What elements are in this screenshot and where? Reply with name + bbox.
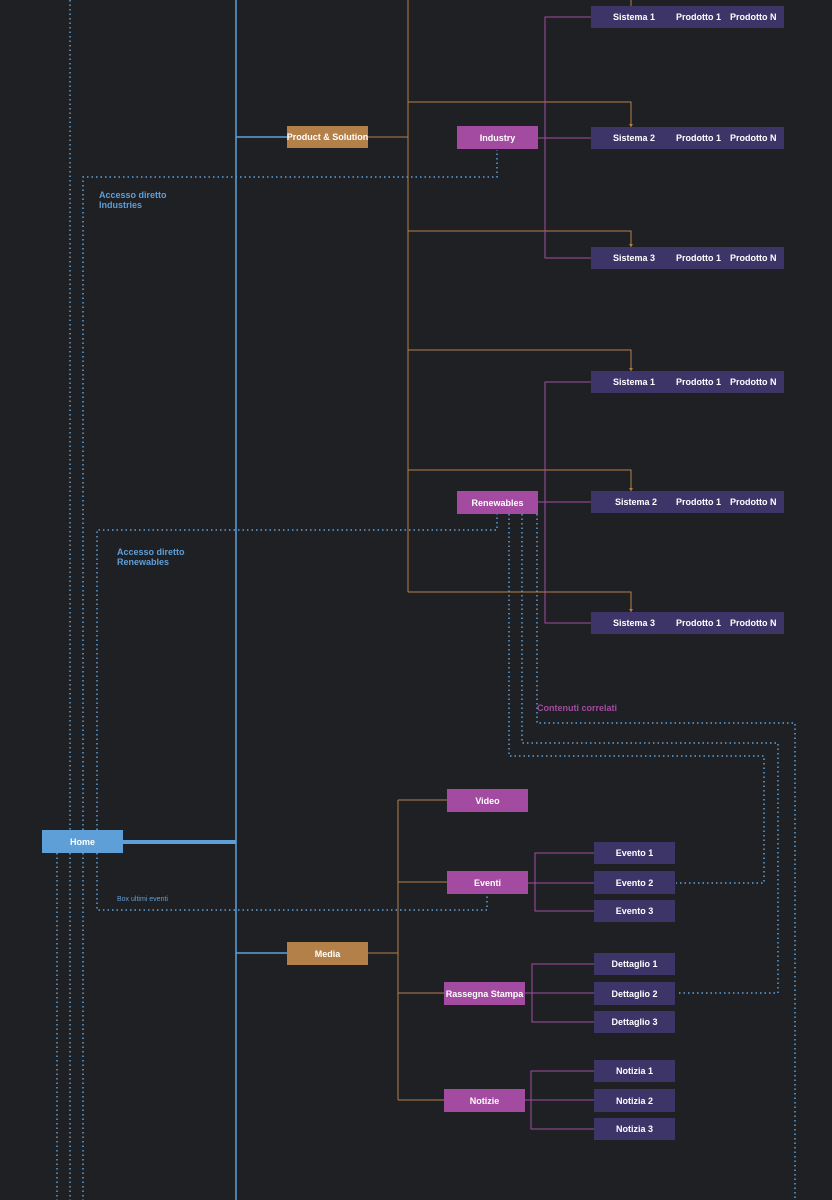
events-shortcut-line [96, 853, 488, 911]
eventi-node[interactable]: Eventi [447, 871, 528, 894]
evento-label: Evento 3 [615, 906, 654, 916]
category-tree-lines [525, 16, 594, 1130]
related-line-3 [536, 514, 796, 1200]
arrow-3 [629, 368, 633, 371]
video-node[interactable]: Video [447, 789, 528, 812]
notizie-node[interactable]: Notizie [444, 1089, 525, 1112]
evento-item[interactable]: Evento 1 [594, 842, 675, 864]
product-branch-5 [408, 591, 632, 612]
home-connectors [123, 0, 287, 1200]
dettaglio-label: Dettaglio 1 [611, 959, 658, 969]
industry-row[interactable]: Sistema 1 Prodotto 1 Prodotto N [591, 6, 784, 28]
evento-item[interactable]: Evento 2 [594, 871, 675, 894]
industry-sistema: Sistema 1 [613, 12, 656, 22]
arrow-5 [629, 609, 633, 612]
renewables-annotation-line2: Renewables [117, 557, 170, 567]
related-content-annotation: Contenuti correlati [537, 703, 618, 713]
evento-label: Evento 2 [615, 877, 654, 888]
arrow-1 [629, 124, 633, 127]
dettaglio-item[interactable]: Dettaglio 3 [594, 1011, 675, 1033]
notizia-item[interactable]: Notizia 3 [594, 1118, 675, 1140]
notizia-label: Notizia 1 [615, 1066, 653, 1076]
arrowheads [629, 124, 633, 612]
product-solution-node[interactable]: Product & Solution [287, 126, 368, 148]
rassegna-stampa-node[interactable]: Rassegna Stampa [444, 982, 525, 1005]
dettaglio-item[interactable]: Dettaglio 1 [594, 953, 675, 975]
industry-prodotto: Prodotto 1 [676, 253, 721, 263]
industries-shortcut-line [82, 150, 498, 830]
renewables-sistema: Sistema 3 [613, 618, 656, 628]
renewables-sistema: Sistema 2 [615, 497, 658, 507]
renewables-row[interactable]: Sistema 2 Prodotto 1 Prodotto N [591, 491, 784, 513]
notizia-item[interactable]: Notizia 2 [594, 1089, 675, 1112]
renewables-shortcut-annotation: Accesso diretto Renewables [117, 547, 185, 567]
industry-prodotto-n: Prodotto N [730, 12, 777, 22]
industry-label: Industry [479, 132, 516, 143]
renewables-label: Renewables [471, 497, 524, 508]
notizia-item[interactable]: Notizia 1 [594, 1060, 675, 1082]
events-box-annotation: Box ultimi eventi [117, 896, 168, 903]
renewables-prodotto-n: Prodotto N [730, 618, 777, 628]
rassegna-stampa-label: Rassegna Stampa [445, 988, 524, 999]
home-label: Home [69, 836, 95, 847]
notizia-label: Notizia 3 [615, 1124, 653, 1134]
eventi-label: Eventi [473, 877, 501, 888]
industry-sistema: Sistema 2 [613, 133, 656, 143]
renewables-node[interactable]: Renewables [457, 491, 538, 514]
renewables-shortcut-line [96, 514, 498, 830]
industry-row[interactable]: Sistema 3 Prodotto 1 Prodotto N [591, 247, 784, 269]
eventi-tree [534, 852, 594, 912]
industry-prodotto: Prodotto 1 [676, 133, 721, 143]
renewables-sistema: Sistema 1 [613, 377, 656, 387]
evento-item[interactable]: Evento 3 [594, 900, 675, 922]
notizia-label: Notizia 2 [615, 1095, 653, 1106]
industry-row[interactable]: Sistema 2 Prodotto 1 Prodotto N [591, 127, 784, 149]
product-branch-1 [408, 101, 632, 127]
related-content-dotted-lines [508, 514, 796, 1200]
industry-prodotto-n: Prodotto N [730, 133, 777, 143]
renewables-annotation-line1: Accesso diretto [117, 547, 185, 557]
media-label: Media [314, 948, 341, 959]
renewables-prodotto: Prodotto 1 [676, 377, 721, 387]
direct-access-dotted-lines [56, 0, 498, 1200]
related-line-1 [508, 514, 765, 884]
renewables-prodotto: Prodotto 1 [676, 618, 721, 628]
industry-prodotto-n: Prodotto N [730, 253, 777, 263]
home-node[interactable]: Home [42, 830, 123, 853]
arrow-4 [629, 488, 633, 491]
media-node[interactable]: Media [287, 942, 368, 965]
industries-shortcut-annotation: Accesso diretto Industries [99, 190, 167, 210]
arrow-2 [629, 244, 633, 247]
product-branch-4 [408, 469, 632, 491]
industry-node[interactable]: Industry [457, 126, 538, 149]
product-tree-lines [368, 0, 632, 612]
product-branch-2 [408, 230, 632, 247]
renewables-row[interactable]: Sistema 1 Prodotto 1 Prodotto N [591, 371, 784, 393]
industry-prodotto: Prodotto 1 [676, 12, 721, 22]
notizie-label: Notizie [469, 1095, 500, 1106]
dettaglio-label: Dettaglio 3 [611, 1017, 658, 1027]
media-tree-lines [368, 799, 447, 1101]
dettaglio-label: Dettaglio 2 [611, 988, 658, 999]
renewables-prodotto-n: Prodotto N [730, 377, 777, 387]
product-branch-3 [408, 349, 632, 371]
dettaglio-item[interactable]: Dettaglio 2 [594, 982, 675, 1005]
evento-label: Evento 1 [615, 848, 654, 858]
video-label: Video [475, 795, 500, 806]
renewables-prodotto: Prodotto 1 [676, 497, 721, 507]
product-solution-label: Product & Solution [286, 132, 369, 142]
industries-annotation-line2: Industries [99, 200, 143, 210]
industry-sistema: Sistema 3 [613, 253, 656, 263]
renewables-prodotto-n: Prodotto N [730, 497, 777, 507]
renewables-row[interactable]: Sistema 3 Prodotto 1 Prodotto N [591, 612, 784, 634]
industries-annotation-line1: Accesso diretto [99, 190, 167, 200]
